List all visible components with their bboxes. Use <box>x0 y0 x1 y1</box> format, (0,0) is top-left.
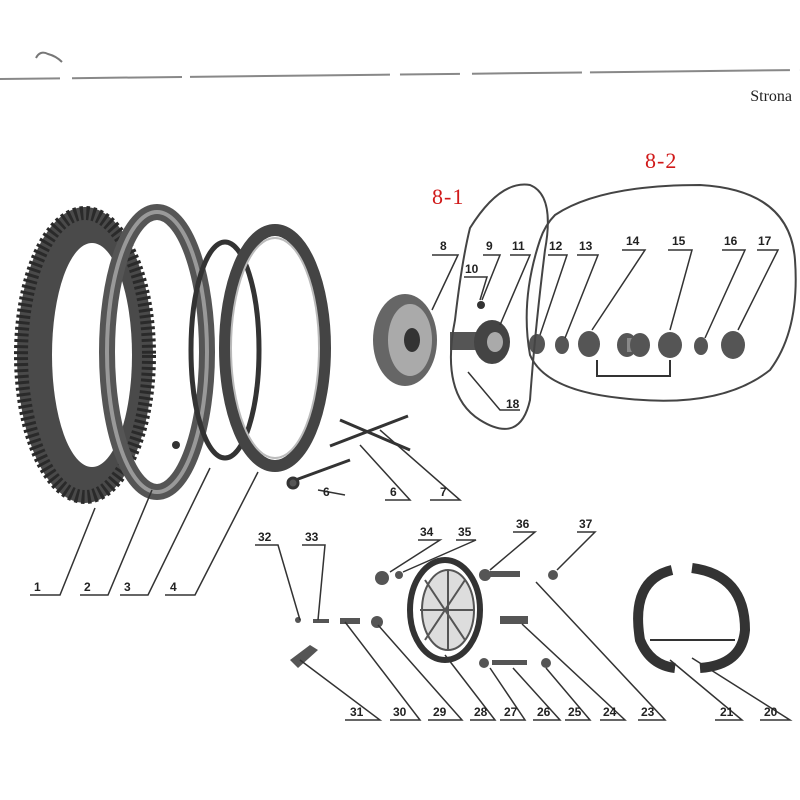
part-number-32: 32 <box>258 530 272 544</box>
part-number-34: 34 <box>420 525 434 539</box>
part-number-33: 33 <box>305 530 319 544</box>
group-label-8-2: 8-2 <box>645 148 678 173</box>
hub-body <box>450 301 510 364</box>
part-number-37: 37 <box>579 517 593 531</box>
small-hardware <box>290 569 558 668</box>
inner-tube <box>99 204 215 500</box>
part-number-18: 18 <box>506 397 520 411</box>
part-number-13: 13 <box>579 239 593 253</box>
bearing-parts <box>529 331 745 359</box>
part-number-25: 25 <box>568 705 582 719</box>
part-number-17: 17 <box>758 234 772 248</box>
hub-flange <box>373 294 437 386</box>
part-number-21: 21 <box>720 705 734 719</box>
brake-plate <box>407 557 483 663</box>
group-outline-8-2 <box>525 183 797 402</box>
part-number-31: 31 <box>350 705 364 719</box>
part-number-12: 12 <box>549 239 563 253</box>
part-number-28: 28 <box>474 705 488 719</box>
part-number-10: 10 <box>465 262 479 276</box>
part-number-20: 20 <box>764 705 778 719</box>
part-number-11: 11 <box>512 239 525 253</box>
part-number-24: 24 <box>603 705 617 719</box>
part-number-26: 26 <box>537 705 551 719</box>
part-number-14: 14 <box>626 234 640 248</box>
part-number-2: 2 <box>84 580 91 594</box>
page-label: Strona <box>750 88 792 105</box>
part-number-9: 9 <box>486 239 493 253</box>
part-number-23: 23 <box>641 705 655 719</box>
brake-shoes <box>633 563 751 673</box>
leader-lines <box>30 249 793 721</box>
part-number-16: 16 <box>724 234 738 248</box>
part-numbers: 1 2 3 4 6 6 7 8 9 10 11 12 13 14 15 16 1… <box>34 234 778 719</box>
part-number-1: 1 <box>34 580 41 594</box>
part-number-35: 35 <box>458 525 472 539</box>
rim <box>219 224 331 472</box>
part-number-6a: 6 <box>323 485 330 499</box>
part-number-3: 3 <box>124 580 131 594</box>
group-label-8-1: 8-1 <box>432 184 465 209</box>
part-number-29: 29 <box>433 705 447 719</box>
spokes <box>286 414 411 490</box>
rim-band <box>188 239 262 461</box>
part-number-7: 7 <box>440 485 447 499</box>
part-number-30: 30 <box>393 705 407 719</box>
part-number-36: 36 <box>516 517 530 531</box>
part-number-6b: 6 <box>390 485 397 499</box>
part-number-8: 8 <box>440 239 447 253</box>
part-number-15: 15 <box>672 234 686 248</box>
part-number-27: 27 <box>504 705 518 719</box>
group-outline-8-1 <box>449 183 549 430</box>
header-rule <box>0 51 800 80</box>
part-number-4: 4 <box>170 580 177 594</box>
